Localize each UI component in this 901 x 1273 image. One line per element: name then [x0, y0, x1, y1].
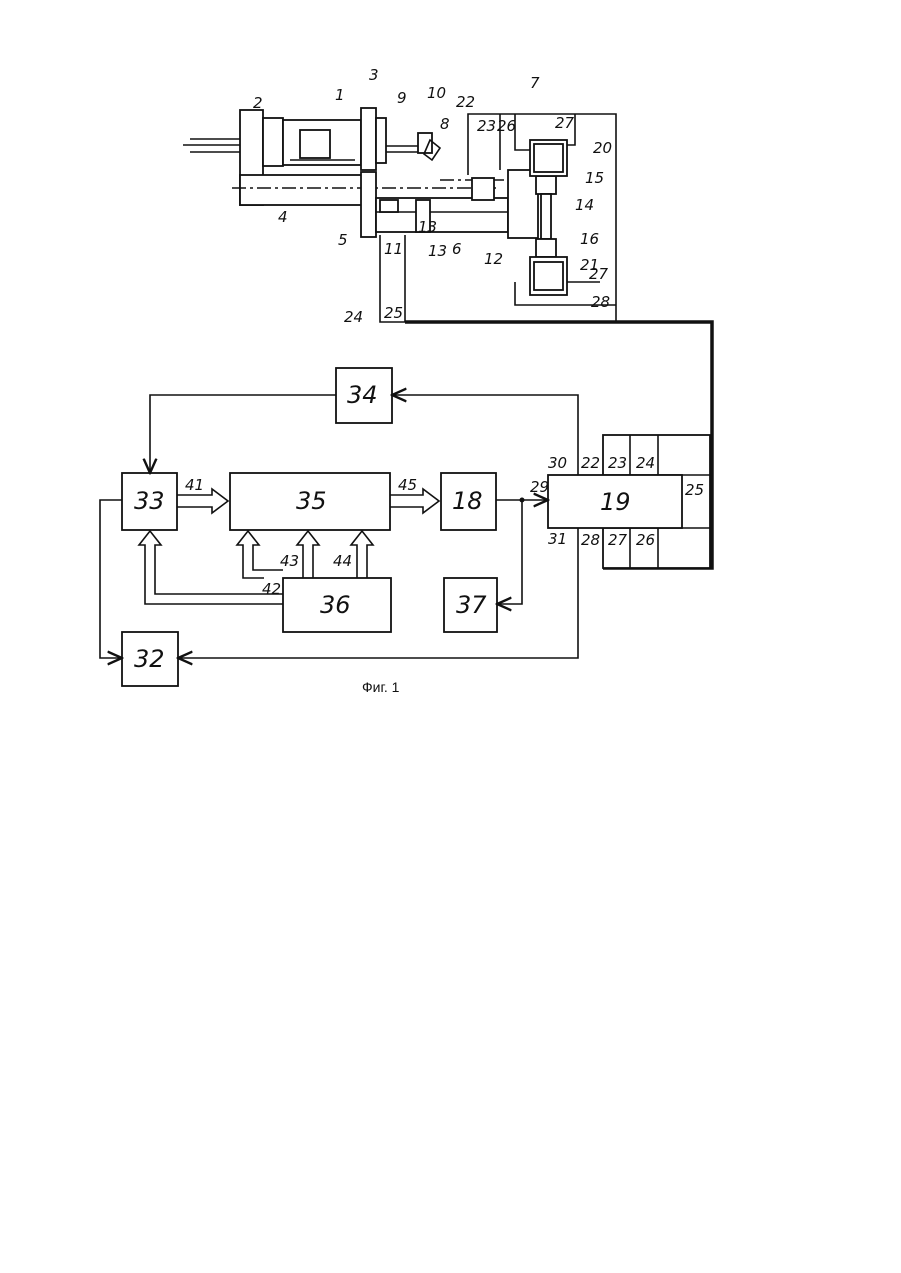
ref-6: 6 [452, 240, 462, 258]
label-18: 18 [452, 487, 483, 515]
label-34: 34 [347, 381, 378, 409]
ref-25: 25 [384, 304, 403, 322]
ref-12: 12 [484, 250, 503, 268]
ref-11: 11 [384, 240, 403, 258]
pin-25: 25 [685, 481, 704, 499]
ref-26: 26 [497, 117, 516, 135]
pin-28: 28 [581, 531, 600, 549]
base-4 [240, 175, 365, 205]
ref-5: 5 [338, 231, 348, 249]
pin-24: 24 [636, 454, 655, 472]
ref-7: 7 [530, 74, 540, 92]
ref-23: 23 [477, 117, 496, 135]
ref-31: 31 [548, 530, 567, 548]
plate-3 [361, 108, 376, 170]
ref-42: 42 [262, 580, 281, 598]
platen-5 [361, 172, 376, 237]
ref-16: 16 [580, 230, 599, 248]
ref-10: 10 [427, 84, 446, 102]
ref-22: 22 [456, 93, 475, 111]
part-12 [472, 178, 494, 200]
ref-9: 9 [397, 89, 407, 107]
ref-4: 4 [278, 208, 288, 226]
ref-44: 44 [333, 552, 352, 570]
ref-24: 24 [344, 308, 363, 326]
unit-16 [536, 239, 556, 257]
label-32: 32 [134, 645, 165, 673]
ref-13a: 13 [418, 218, 437, 236]
label-19: 19 [600, 488, 631, 516]
label-33: 33 [134, 487, 165, 515]
label-36: 36 [320, 591, 351, 619]
ref-14: 14 [575, 196, 594, 214]
ref-45: 45 [398, 476, 417, 494]
unit-15 [536, 176, 556, 194]
label-35: 35 [296, 487, 327, 515]
pin-22: 22 [581, 454, 600, 472]
ref-8: 8 [440, 115, 450, 133]
ref-15: 15 [585, 169, 604, 187]
column-14 [541, 194, 551, 239]
pin-27: 27 [608, 531, 628, 549]
ref-3: 3 [369, 66, 379, 84]
block-diagram [100, 368, 710, 686]
ref-27b: 27 [589, 265, 609, 283]
ref-2: 2 [253, 94, 263, 112]
ref-29: 29 [530, 478, 549, 496]
machine-drawing [183, 108, 616, 322]
block-7 [508, 170, 538, 238]
label-37: 37 [456, 591, 487, 619]
pin-23: 23 [608, 454, 627, 472]
ref-28: 28 [591, 293, 610, 311]
ref-1: 1 [335, 86, 345, 104]
ref-30: 30 [548, 454, 567, 472]
pin-26: 26 [636, 531, 655, 549]
figure-caption: Фиг. 1 [362, 679, 400, 695]
ref-41: 41 [185, 476, 204, 494]
ref-43: 43 [280, 552, 299, 570]
ref-20: 20 [593, 139, 612, 157]
ref-27a: 27 [555, 114, 575, 132]
ref-13b: 13 [428, 242, 447, 260]
